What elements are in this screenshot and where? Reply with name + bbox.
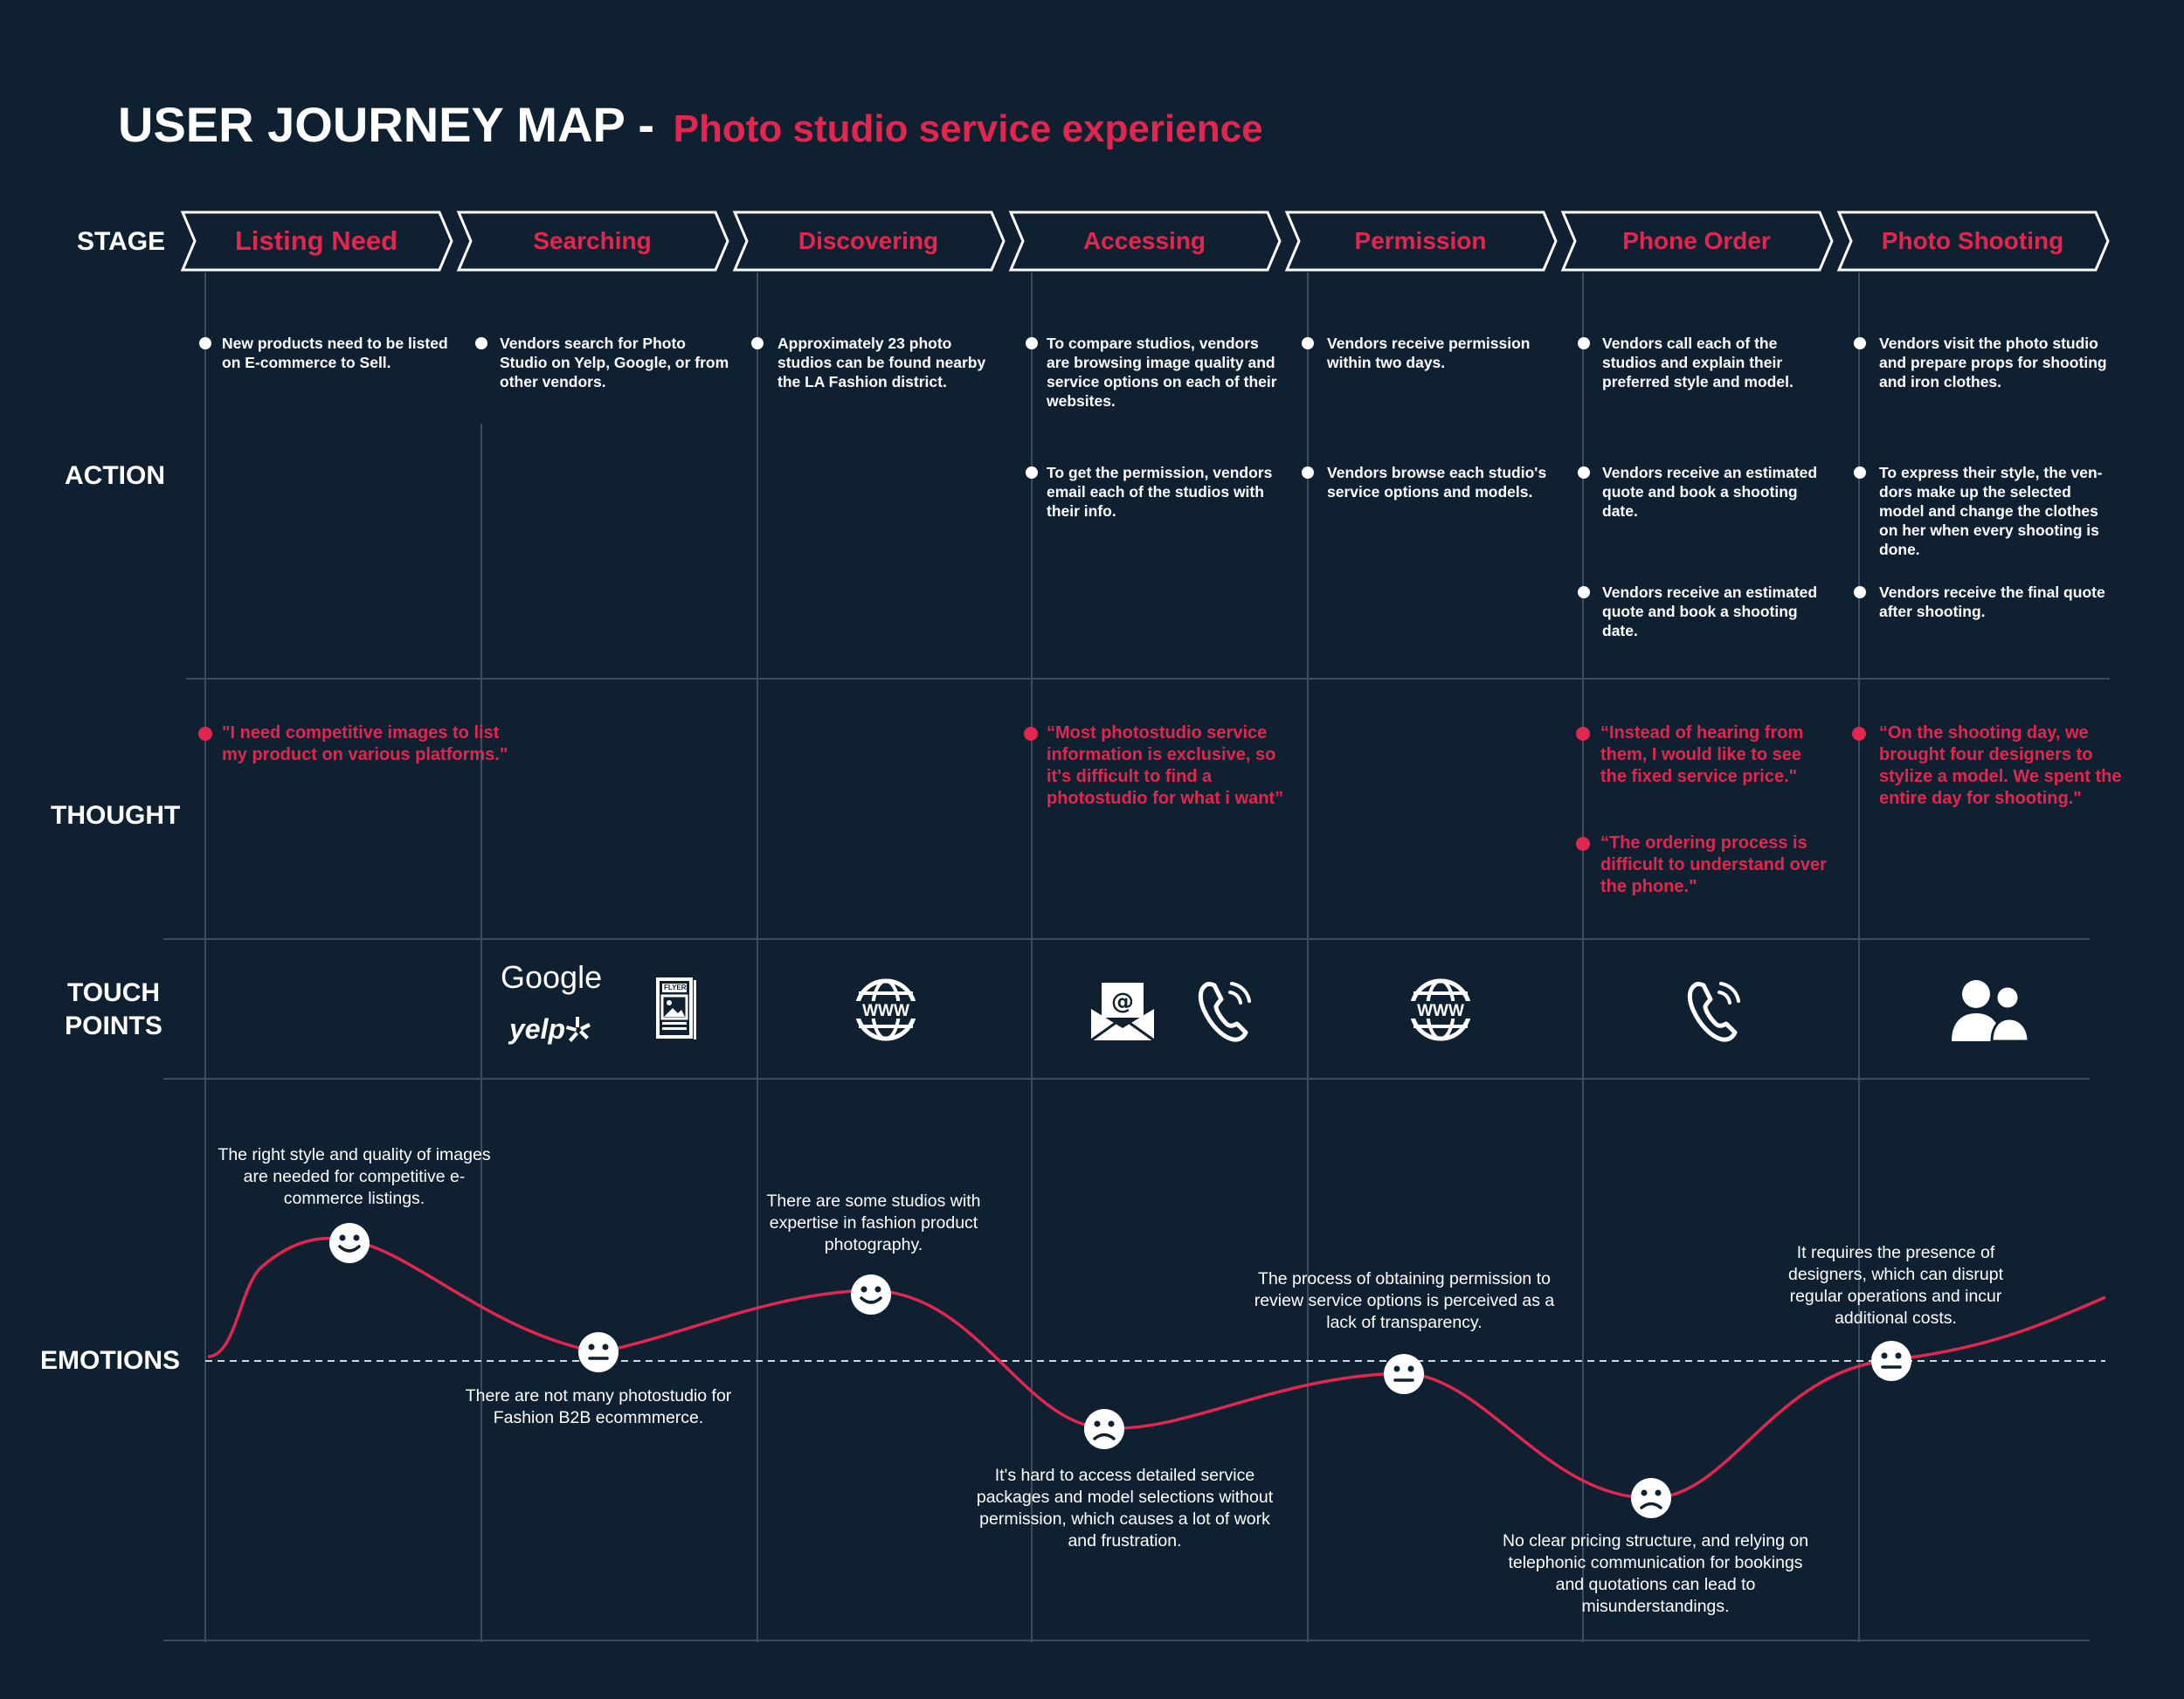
- touch-label-1: TOUCH: [66, 978, 161, 1007]
- flyer-icon: FLYER: [655, 977, 697, 1041]
- yelp-logo: yelp: [509, 1013, 597, 1053]
- action-searching-1: Vendors search for Photo Studio on Yelp,…: [500, 335, 729, 390]
- action-bullet: [1854, 586, 1866, 598]
- email-icon: @: [1090, 983, 1155, 1042]
- action-bullet: [1578, 466, 1590, 479]
- thought-phone-2: “The ordering process is difficult to un…: [1600, 833, 1827, 896]
- sad-face-icon: [1084, 1409, 1124, 1449]
- action-bullet: [475, 337, 487, 349]
- svg-text:WWW: WWW: [862, 1002, 909, 1020]
- neutral-face-icon: [1384, 1354, 1424, 1394]
- stage-chevrons: [180, 211, 2110, 272]
- action-shoot-2: To express their style, the ven- dors ma…: [1879, 464, 2103, 558]
- action-bullet: [1302, 337, 1314, 349]
- row-label-action: ACTION: [65, 461, 165, 490]
- action-phone-3: Vendors receive an estimated quote and b…: [1602, 584, 1818, 639]
- action-phone-2: Vendors receive an estimated quote and b…: [1602, 464, 1818, 520]
- www-globe-icon: WWW: [854, 978, 917, 1041]
- title-main: USER JOURNEY MAP -: [118, 97, 668, 152]
- thought-phone-1: “Instead of hearing from them, I would l…: [1600, 723, 1804, 786]
- emotion-text-1: The right style and quality of images ar…: [218, 1145, 491, 1208]
- action-shoot-3: Vendors receive the final quote after sh…: [1879, 584, 2105, 620]
- thought-shoot: “On the shooting day, we brought four de…: [1879, 723, 2122, 808]
- row-label-thought: THOUGHT: [51, 801, 181, 830]
- grid-lines: [163, 273, 2110, 1642]
- stage-permission: Permission: [1354, 227, 1487, 254]
- action-bullet: [1854, 337, 1866, 349]
- row-label-touchpoints: TOUCH POINTS: [52, 977, 175, 1043]
- phone-icon: [1198, 982, 1251, 1042]
- thought-accessing: “Most photostudio service information is…: [1047, 723, 1284, 808]
- thought-bullet: [1852, 727, 1866, 741]
- thought-bullet: [1024, 727, 1038, 741]
- emotion-text-6: No clear pricing structure, and relying …: [1502, 1531, 1809, 1616]
- action-discovering-1: Approximately 23 photo studios can be fo…: [778, 335, 986, 390]
- action-bullet: [1854, 466, 1866, 479]
- stage-accessing: Accessing: [1082, 227, 1206, 254]
- page-subtitle: Photo studio service experience: [673, 107, 1263, 150]
- action-permission-1: Vendors receive permission within two da…: [1327, 335, 1531, 371]
- action-bullet: [1578, 586, 1590, 598]
- emotion-text-5: The process of obtaining permission to r…: [1254, 1269, 1555, 1332]
- action-accessing-1: To compare studios, vendors are browsing…: [1047, 335, 1277, 410]
- thought-listing: "I need competitive images to list my pr…: [222, 723, 508, 764]
- svg-text:WWW: WWW: [1417, 1002, 1464, 1020]
- stage-discovering: Discovering: [798, 227, 939, 254]
- action-bullet: [199, 337, 211, 349]
- action-bullet: [751, 337, 764, 349]
- row-label-emotions: EMOTIONS: [40, 1346, 181, 1375]
- yelp-burst-icon: [566, 1017, 591, 1042]
- emotion-text-2: There are not many photostudio for Fashi…: [465, 1386, 732, 1427]
- thought-bullet: [198, 727, 212, 741]
- stage-photo-shooting: Photo Shooting: [1881, 227, 2064, 254]
- action-bullet: [1026, 466, 1038, 479]
- flyer-label: FLYER: [664, 984, 687, 991]
- page-title: USER JOURNEY MAP - Photo studio service …: [118, 96, 1263, 153]
- thought-bullet: [1576, 837, 1590, 851]
- action-phone-1: Vendors call each of the studios and exp…: [1602, 335, 1794, 390]
- stage-searching: Searching: [533, 227, 652, 254]
- happy-face-icon: [851, 1274, 891, 1315]
- happy-face-icon: [329, 1223, 370, 1263]
- action-bullet: [1578, 337, 1590, 349]
- action-listing-1: New products need to be listed on E-comm…: [222, 335, 448, 371]
- row-label-stage: STAGE: [77, 227, 166, 256]
- touch-label-2: POINTS: [65, 1012, 162, 1040]
- action-bullet: [1026, 337, 1038, 349]
- www-globe-icon: WWW: [1409, 978, 1472, 1041]
- emotion-text-3: There are some studios with expertise in…: [766, 1191, 981, 1254]
- google-logo: Google: [501, 959, 603, 995]
- neutral-face-icon: [1871, 1341, 1911, 1381]
- yelp-wordmark: yelp: [509, 1013, 566, 1045]
- emotion-text-7: It requires the presence of designers, w…: [1787, 1243, 2004, 1328]
- svg-text:@: @: [1111, 989, 1134, 1015]
- stage-phone-order: Phone Order: [1622, 227, 1771, 254]
- phone-icon: [1687, 982, 1740, 1042]
- thought-bullet: [1576, 727, 1590, 741]
- sad-face-icon: [1631, 1478, 1671, 1518]
- neutral-face-icon: [578, 1332, 619, 1372]
- action-shoot-1: Vendors visit the photo studio and prepa…: [1879, 335, 2107, 390]
- action-permission-2: Vendors browse each studio's service opt…: [1327, 464, 1547, 501]
- people-icon: [1952, 980, 2030, 1041]
- action-bullet: [1302, 466, 1314, 479]
- emotion-text-4: It's hard to access detailed service pac…: [976, 1466, 1274, 1551]
- stage-listing-need: Listing Need: [234, 225, 397, 256]
- action-accessing-2: To get the permission, vendors email eac…: [1047, 464, 1273, 520]
